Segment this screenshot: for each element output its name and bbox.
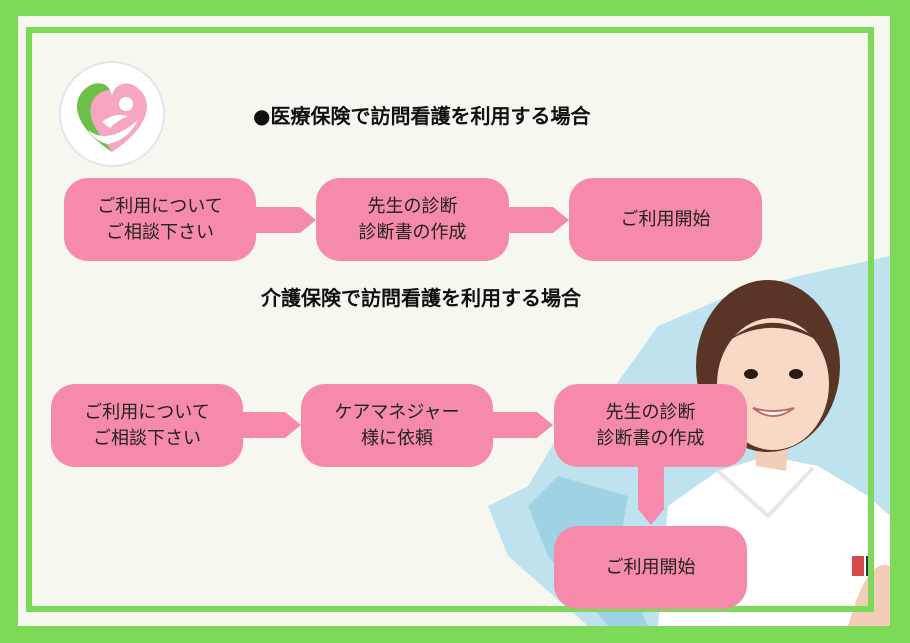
care-step-consult: ご利用についてご相談下さい (51, 384, 243, 467)
medical-step-consult: ご利用についてご相談下さい (64, 178, 256, 261)
step-line: ケアマネジャー (334, 402, 460, 424)
step-line: 診断書の作成 (358, 221, 467, 243)
step-line: ご利用について (84, 402, 210, 424)
step-line: 診断書の作成 (596, 427, 705, 449)
heart-care-logo-icon (59, 61, 165, 167)
arrow-right-icon (493, 412, 553, 438)
care-step-caremanager: ケアマネジャー様に依頼 (301, 384, 493, 467)
step-line: 先生の診断 (605, 402, 696, 424)
arrow-down-icon (638, 467, 664, 525)
step-line: ご利用開始 (605, 556, 696, 578)
step-line: ご利用開始 (620, 208, 711, 230)
step-line: 様に依頼 (360, 427, 433, 449)
care-step-diagnosis: 先生の診断診断書の作成 (554, 384, 747, 467)
medical-heading: ●医療保険で訪問看護を利用する場合 (253, 104, 591, 128)
step-line: ご利用について (97, 196, 223, 218)
medical-step-diagnosis: 先生の診断診断書の作成 (316, 178, 509, 261)
step-line: ご相談下さい (106, 221, 214, 243)
arrow-right-icon (256, 207, 316, 233)
care-heading: 介護保険で訪問看護を利用する場合 (261, 286, 581, 310)
care-step-start: ご利用開始 (554, 526, 747, 609)
arrow-right-icon (243, 412, 301, 438)
flyer-panel: ●医療保険で訪問看護を利用する場合 ご利用についてご相談下さい 先生の診断診断書… (18, 16, 890, 626)
step-line: 先生の診断 (367, 196, 458, 218)
step-line: ご相談下さい (93, 427, 201, 449)
medical-step-start: ご利用開始 (569, 178, 762, 261)
arrow-right-icon (509, 207, 569, 233)
